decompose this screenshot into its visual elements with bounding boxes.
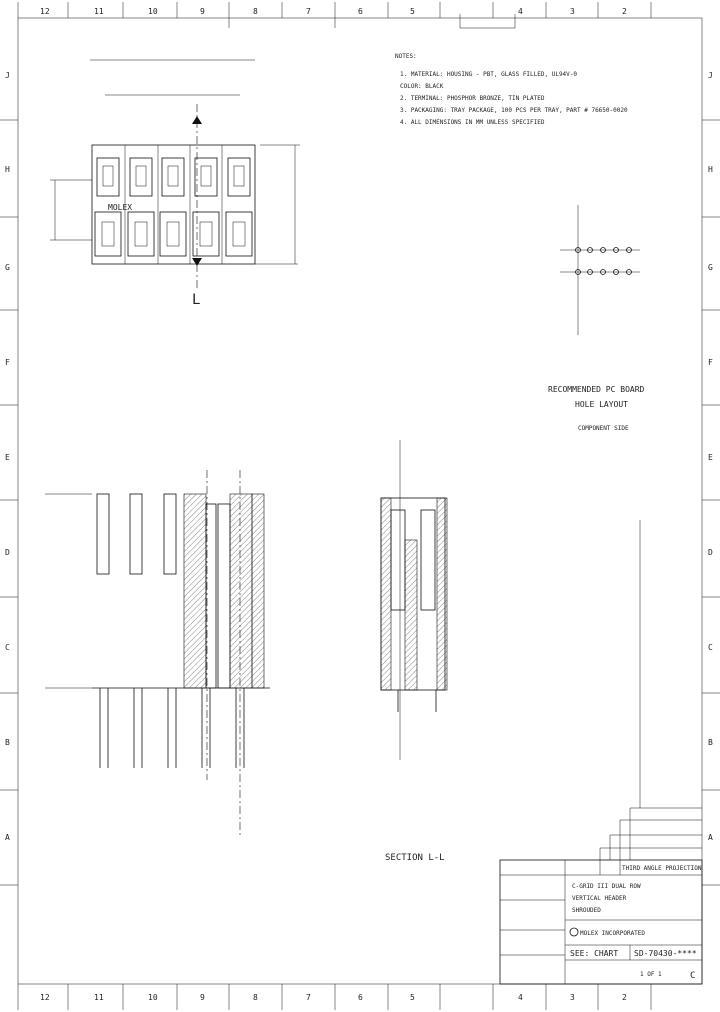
- zone-label: 7: [306, 993, 311, 1002]
- zone-label: J: [708, 71, 713, 80]
- note-line: 1. MATERIAL: HOUSING - PBT, GLASS FILLED…: [400, 71, 577, 78]
- zone-label: 10: [148, 7, 158, 16]
- top-view: MOLEX L: [50, 59, 300, 308]
- zone-label: 12: [40, 993, 50, 1002]
- zone-label: 8: [253, 993, 258, 1002]
- molex-logo-icon: [569, 927, 579, 937]
- molex-logo-text: MOLEX: [108, 203, 132, 212]
- pcb-hole-layout: RECOMMENDED PC BOARD HOLE LAYOUT COMPONE…: [548, 205, 645, 432]
- zone-label: 11: [94, 7, 104, 16]
- zone-label: E: [708, 453, 713, 462]
- note-line: COLOR: BLACK: [400, 83, 444, 90]
- zone-label: 3: [570, 7, 575, 16]
- zone-label: H: [5, 165, 10, 174]
- zone-label: D: [708, 548, 713, 557]
- zone-label: G: [5, 263, 10, 272]
- projection-label: THIRD ANGLE PROJECTION: [622, 865, 702, 872]
- doc-number: SD-70430-****: [634, 949, 697, 958]
- zone-label: C: [5, 643, 10, 652]
- zone-label: 10: [148, 993, 158, 1002]
- zone-label: A: [5, 833, 10, 842]
- zone-label: J: [5, 71, 10, 80]
- notes-heading: NOTES:: [395, 53, 417, 60]
- revision-ladder: [599, 520, 702, 860]
- sheet-label: 1 OF 1: [640, 971, 662, 978]
- zone-label: B: [5, 738, 10, 747]
- zone-label: D: [5, 548, 10, 557]
- section-caption: SECTION L-L: [385, 853, 445, 863]
- zone-label: B: [708, 738, 713, 747]
- pcb-title: RECOMMENDED PC BOARD: [548, 385, 645, 394]
- zone-label: C: [708, 643, 713, 652]
- title-line-2: VERTICAL HEADER: [572, 895, 627, 902]
- zone-labels-bottom: 12 11 10 9 8 7 6 5 4 3 2: [40, 993, 627, 1002]
- zone-label: 4: [518, 7, 523, 16]
- section-marker: L: [192, 292, 200, 308]
- note-line: 4. ALL DIMENSIONS IN MM UNLESS SPECIFIED: [400, 119, 545, 126]
- note-line: 3. PACKAGING: TRAY PACKAGE, 100 PCS PER …: [400, 107, 628, 114]
- zone-label: 9: [200, 7, 205, 16]
- zone-label: H: [708, 165, 713, 174]
- zone-label: 9: [200, 993, 205, 1002]
- company-name: MOLEX INCORPORATED: [580, 930, 645, 937]
- title-line-1: C-GRID III DUAL ROW: [572, 883, 641, 890]
- zone-label: 12: [40, 7, 50, 16]
- side-view: [45, 470, 270, 835]
- zone-label: 6: [358, 7, 363, 16]
- zone-label: 8: [253, 7, 258, 16]
- zone-label: 5: [410, 7, 415, 16]
- title-line-3: SHROUDED: [572, 907, 601, 914]
- zone-label: 5: [410, 993, 415, 1002]
- revision-label: C: [690, 971, 695, 981]
- zone-label: A: [708, 833, 713, 842]
- zone-label: 3: [570, 993, 575, 1002]
- title-block: THIRD ANGLE PROJECTION C-GRID III DUAL R…: [499, 859, 703, 985]
- zone-label: 6: [358, 993, 363, 1002]
- zone-label: F: [708, 358, 713, 367]
- zone-labels-right: J H G F E D C B A: [708, 71, 713, 842]
- pcb-view-label: COMPONENT SIDE: [578, 425, 629, 432]
- pcb-subtitle: HOLE LAYOUT: [575, 400, 628, 409]
- zone-labels-left: J H G F E D C B A: [5, 71, 10, 842]
- zone-label: E: [5, 453, 10, 462]
- zone-label: G: [708, 263, 713, 272]
- zone-label: 2: [622, 993, 627, 1002]
- zone-labels-top: 12 11 10 9 8 7 6 5 4 3 2: [40, 7, 627, 16]
- zone-label: 11: [94, 993, 104, 1002]
- zone-label: F: [5, 358, 10, 367]
- zone-label: 2: [622, 7, 627, 16]
- section-l-l: SECTION L-L: [380, 440, 448, 863]
- notes-block: NOTES: 1. MATERIAL: HOUSING - PBT, GLASS…: [395, 53, 628, 126]
- zone-label: 7: [306, 7, 311, 16]
- zone-label: 4: [518, 993, 523, 1002]
- note-line: 2. TERMINAL: PHOSPHOR BRONZE, TIN PLATED: [400, 95, 545, 102]
- doc-label: SEE: CHART: [570, 949, 618, 958]
